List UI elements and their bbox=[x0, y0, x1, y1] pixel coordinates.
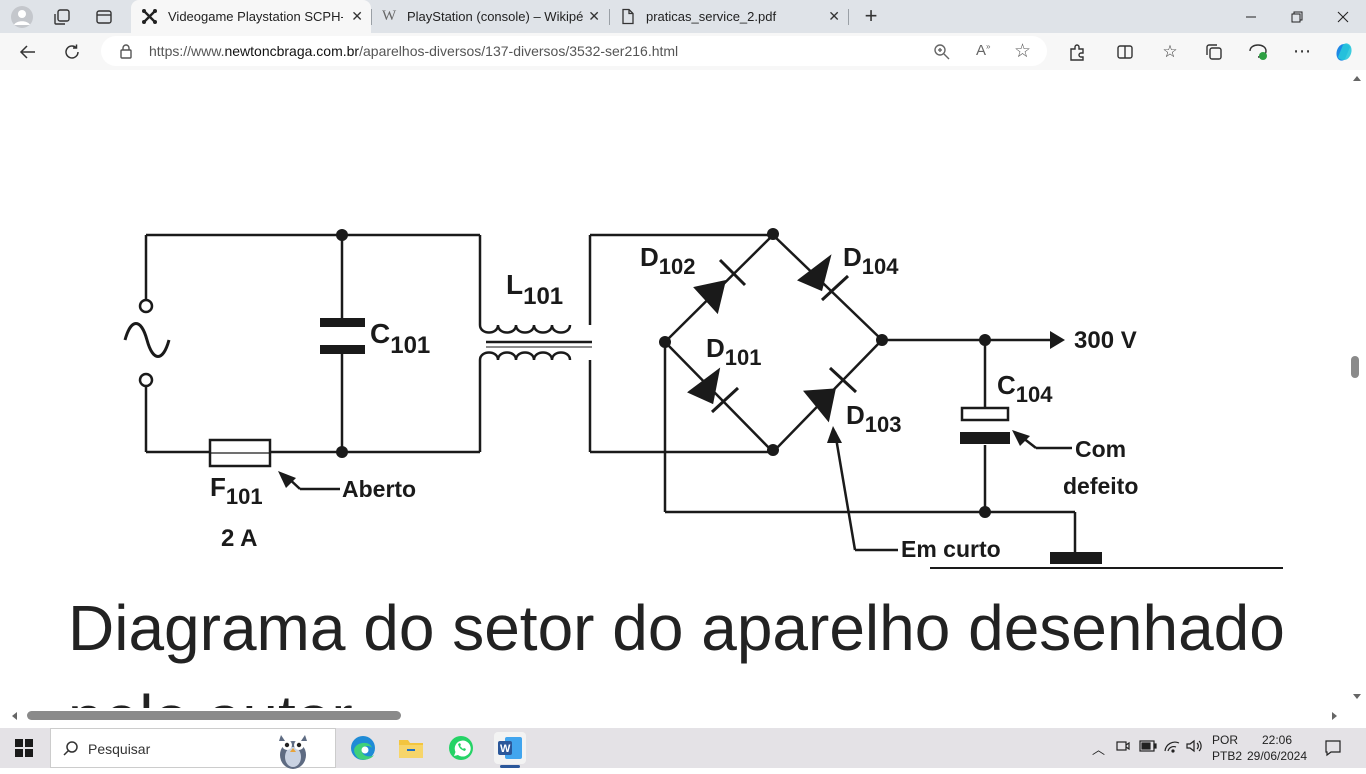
word-icon[interactable]: W bbox=[494, 732, 526, 764]
battery-icon[interactable] bbox=[1139, 740, 1157, 755]
tab-actions-icon[interactable] bbox=[94, 7, 114, 27]
horizontal-scroll-thumb[interactable] bbox=[27, 711, 401, 720]
figure-caption: Diagrama do setor do aparelho desenhado … bbox=[68, 580, 1285, 710]
url-path: /aparelhos-diversos/137-diversos/3532-se… bbox=[359, 43, 679, 59]
taskbar: Pesquisar W ︿ POR PTB2 22:06 29/06/2024 bbox=[0, 728, 1366, 769]
tab-wikipedia[interactable]: W PlayStation (console) – Wikipédia ✕ bbox=[372, 0, 608, 33]
scroll-up-arrow[interactable] bbox=[1353, 76, 1361, 81]
diode-d103 bbox=[803, 388, 836, 423]
favorites-icon[interactable]: ☆ bbox=[1162, 41, 1178, 61]
windows-start-icon[interactable] bbox=[8, 732, 40, 764]
back-icon[interactable] bbox=[12, 33, 44, 70]
scroll-right-arrow[interactable] bbox=[1332, 712, 1337, 720]
address-bar[interactable]: https://www.newtoncbraga.com.br/aparelho… bbox=[101, 36, 1047, 66]
read-aloud-icon[interactable]: A» bbox=[976, 42, 991, 59]
close-window-icon[interactable] bbox=[1320, 0, 1366, 33]
refresh-icon[interactable] bbox=[56, 33, 88, 70]
capacitor-c101 bbox=[320, 318, 365, 327]
volume-icon[interactable] bbox=[1186, 739, 1204, 756]
page-content: C101 L101 D102 D104 D101 D103 C104 F101 … bbox=[0, 70, 1349, 710]
language-indicator[interactable]: POR PTB2 bbox=[1212, 732, 1242, 764]
url-host: newtoncbraga.com.br bbox=[224, 43, 360, 59]
label-d104: D104 bbox=[843, 242, 899, 279]
search-placeholder: Pesquisar bbox=[88, 741, 151, 757]
more-options-icon[interactable]: ⋯ bbox=[1293, 41, 1311, 61]
collections-icon[interactable] bbox=[1198, 33, 1230, 70]
label-output-voltage: 300 V bbox=[1074, 327, 1137, 354]
copilot-icon[interactable] bbox=[1328, 33, 1360, 70]
power-supply-schematic: C101 L101 D102 D104 D101 D103 C104 F101 … bbox=[123, 228, 1283, 569]
browser-essentials-icon[interactable] bbox=[1242, 33, 1274, 70]
joomla-icon bbox=[141, 8, 158, 25]
tab-separator bbox=[371, 9, 372, 25]
tab-separator bbox=[609, 9, 610, 25]
clock-time: 22:06 bbox=[1261, 733, 1293, 747]
label-shorted: Em curto bbox=[901, 536, 1001, 562]
minimize-icon[interactable] bbox=[1228, 0, 1274, 33]
meet-now-icon[interactable] bbox=[1116, 738, 1130, 757]
diode-d102 bbox=[693, 280, 727, 315]
keyboard-layout: PTB2 bbox=[1212, 749, 1243, 763]
clock-date: 29/06/2024 bbox=[1246, 749, 1308, 763]
label-c101: C101 bbox=[370, 318, 430, 359]
label-open: Aberto bbox=[342, 476, 416, 502]
close-tab-icon[interactable]: ✕ bbox=[828, 8, 840, 24]
scroll-left-arrow[interactable] bbox=[12, 712, 17, 720]
tab-separator bbox=[848, 9, 849, 25]
extensions-icon[interactable] bbox=[1061, 33, 1093, 70]
label-f101: F101 bbox=[210, 472, 263, 509]
tab-pdf[interactable]: praticas_service_2.pdf ✕ bbox=[610, 0, 848, 33]
ground-symbol bbox=[1050, 552, 1102, 564]
zoom-icon[interactable] bbox=[933, 43, 950, 60]
search-highlight-owl-icon bbox=[273, 729, 313, 769]
whatsapp-icon[interactable] bbox=[445, 732, 477, 764]
label-c104: C104 bbox=[997, 370, 1053, 407]
tab-title: praticas_service_2.pdf bbox=[646, 9, 777, 24]
document-icon bbox=[620, 8, 636, 25]
show-hidden-icons-chevron-icon[interactable]: ︿ bbox=[1092, 742, 1106, 757]
label-defect-line2: defeito bbox=[1063, 473, 1138, 499]
workspaces-icon[interactable] bbox=[52, 7, 72, 27]
url-prefix: https://www. bbox=[149, 43, 225, 59]
edge-icon[interactable] bbox=[347, 732, 379, 764]
restore-icon[interactable] bbox=[1274, 0, 1320, 33]
new-tab-icon[interactable]: + bbox=[864, 3, 878, 28]
close-tab-icon[interactable]: ✕ bbox=[588, 8, 600, 24]
scroll-down-arrow[interactable] bbox=[1353, 694, 1361, 699]
lock-icon[interactable] bbox=[119, 43, 133, 59]
taskbar-search[interactable]: Pesquisar bbox=[50, 728, 336, 769]
split-screen-icon[interactable] bbox=[1109, 33, 1141, 70]
search-icon bbox=[63, 740, 79, 756]
clock[interactable]: 22:06 29/06/2024 bbox=[1245, 732, 1309, 764]
label-fuse-rating: 2 A bbox=[221, 525, 257, 552]
caption-line-cut: pelo autor bbox=[68, 670, 1285, 710]
tab-videogame[interactable]: Videogame Playstation SCPH-90 ✕ bbox=[131, 0, 371, 33]
language-code: POR bbox=[1212, 733, 1239, 747]
capacitor-c104 bbox=[960, 406, 1010, 422]
label-d101: D101 bbox=[706, 333, 762, 370]
tab-title: PlayStation (console) – Wikipédia bbox=[407, 9, 583, 24]
label-d102: D102 bbox=[640, 242, 696, 279]
vertical-scrollbar[interactable] bbox=[1349, 70, 1366, 710]
vertical-scroll-thumb[interactable] bbox=[1351, 356, 1359, 378]
navigation-bar: https://www.newtoncbraga.com.br/aparelho… bbox=[0, 33, 1366, 70]
file-explorer-icon[interactable] bbox=[395, 732, 427, 764]
notifications-icon[interactable] bbox=[1324, 739, 1342, 760]
active-app-indicator bbox=[500, 765, 520, 768]
favorite-star-icon[interactable]: ☆ bbox=[1014, 41, 1032, 62]
wikipedia-icon: W bbox=[382, 8, 397, 24]
label-l101: L101 bbox=[506, 269, 563, 310]
tab-bar: Videogame Playstation SCPH-90 ✕ W PlaySt… bbox=[0, 0, 1366, 33]
label-defect-line1: Com bbox=[1075, 436, 1126, 462]
svg-text:W: W bbox=[500, 743, 511, 755]
tab-title: Videogame Playstation SCPH-90 bbox=[168, 9, 343, 24]
label-d103: D103 bbox=[846, 400, 902, 437]
url-text[interactable]: https://www.newtoncbraga.com.br/aparelho… bbox=[149, 43, 678, 59]
wifi-icon[interactable] bbox=[1163, 739, 1181, 756]
profile-icon[interactable] bbox=[10, 5, 34, 29]
diode-d104 bbox=[797, 254, 832, 292]
caption-line: Diagrama do setor do aparelho desenhado bbox=[68, 592, 1285, 664]
diode-d101 bbox=[687, 367, 721, 405]
close-tab-icon[interactable]: ✕ bbox=[351, 8, 363, 24]
